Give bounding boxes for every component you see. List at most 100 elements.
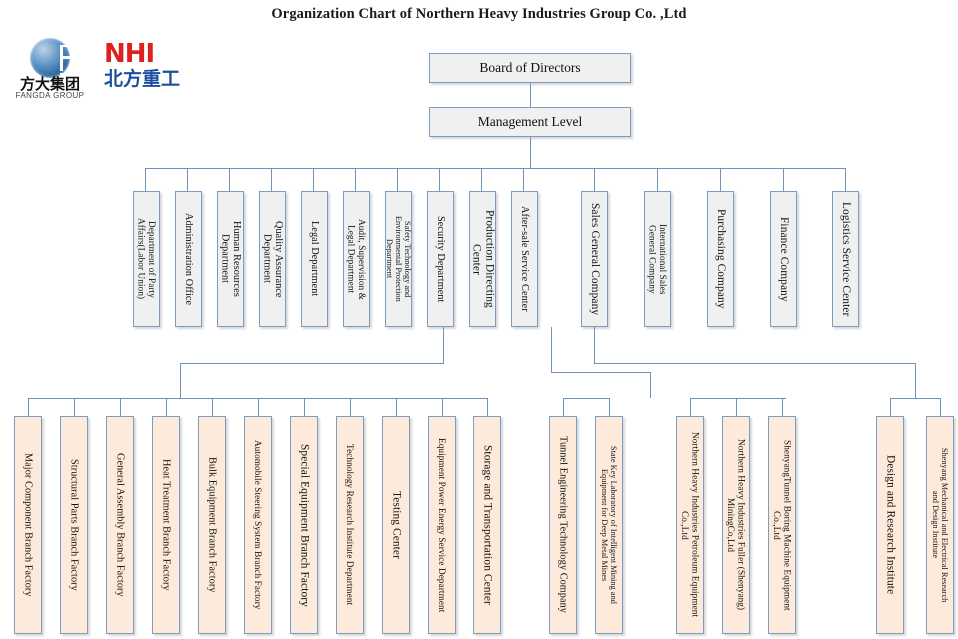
node-administration-office[interactable]: Administration Office	[175, 191, 202, 327]
node-shenyang-mechanical-electrical-research-design-institute[interactable]: Shenyang Mechanical and Electrical Resea…	[926, 416, 954, 634]
node-security-department[interactable]: Security Department	[427, 191, 454, 327]
node-heat-treatment-branch-factory[interactable]: Heat Treatment Branch Factory	[152, 416, 180, 634]
node-production-directing-center[interactable]: Production Directing Center	[469, 191, 496, 327]
connector-sales-right	[594, 363, 915, 364]
node-shenyang-tunnel-boring-machine-equipment[interactable]: ShenyangTunnel Boring Machine Equipment …	[768, 416, 796, 634]
connector-drop-dept-11	[657, 168, 658, 191]
node-label: Management Level	[477, 113, 583, 129]
connector-drop-unit-10	[487, 398, 488, 416]
connector-drop-unit-9	[442, 398, 443, 416]
connector-production-down	[443, 327, 444, 363]
node-management-level[interactable]: Management Level	[429, 107, 631, 137]
node-label: Security Department	[435, 215, 447, 303]
node-nhi-petroleum-equipment[interactable]: Northern Heavy Industries Petroleum Equi…	[676, 416, 704, 634]
node-label: Testing Center	[390, 491, 403, 559]
connector-drop-dept-2	[229, 168, 230, 191]
connector-drop-unit-7	[350, 398, 351, 416]
node-label: Heat Treatment Branch Factory	[160, 459, 172, 591]
node-board-of-directors[interactable]: Board of Directors	[429, 53, 631, 83]
connector-drop-dept-5	[355, 168, 356, 191]
node-label: Storage and Transportation Center	[481, 445, 494, 605]
connector-drop-dept-0	[145, 168, 146, 191]
node-general-assembly-branch-factory[interactable]: General Assembly Branch Factory	[106, 416, 134, 634]
node-purchasing-company[interactable]: Purchasing Company	[707, 191, 734, 327]
fangda-group-logo: 方大集团 FANGDA GROUP	[8, 38, 92, 100]
node-logistics-service-center[interactable]: Logistics Service Center	[832, 191, 859, 327]
node-label: Design and Research Institute	[884, 455, 897, 595]
node-testing-center[interactable]: Testing Center	[382, 416, 410, 634]
node-label: Automobile Steering System Branch Factor…	[253, 440, 264, 610]
node-label: Bulk Equipment Branch Factory	[206, 457, 218, 593]
node-department-of-party-affairs[interactable]: Department of Party Affairs(Labor Union)	[133, 191, 160, 327]
node-tunnel-engineering-technology-company[interactable]: Tunnel Engineering Technology Company	[549, 416, 577, 634]
connector-drop-dept-7	[439, 168, 440, 191]
connector-drop-dept-8	[481, 168, 482, 191]
connector-drop-unit-12	[609, 398, 610, 416]
node-label: Department of Party Affairs(Labor Union)	[136, 218, 157, 300]
node-major-component-branch-factory[interactable]: Major Component Branch Factory	[14, 416, 42, 634]
connector-drop-unit-1	[74, 398, 75, 416]
node-quality-assurance-department[interactable]: Quality Assurance Department	[259, 191, 286, 327]
node-label: Purchasing Company	[714, 209, 727, 309]
node-storage-and-transportation-center[interactable]: Storage and Transportation Center	[473, 416, 501, 634]
connector-drop-dept-3	[271, 168, 272, 191]
connector-drop-dept-10	[594, 168, 595, 191]
node-label: Northern Heavy Industries Fuller (Shenya…	[726, 439, 747, 611]
node-bulk-equipment-branch-factory[interactable]: Bulk Equipment Branch Factory	[198, 416, 226, 634]
connector-drop-dept-13	[783, 168, 784, 191]
nhi-logo-en: NHI	[104, 39, 155, 69]
connector-drop-unit-17	[940, 398, 941, 416]
connector-drop-dept-14	[845, 168, 846, 191]
node-safety-technology-environmental-protection-department[interactable]: Safety Technology and Environmental Prot…	[385, 191, 412, 327]
node-sales-general-company[interactable]: Sales General Company	[581, 191, 608, 327]
connector-drop-dept-12	[720, 168, 721, 191]
connector-drop-unit-11	[563, 398, 564, 416]
connector-middle-right	[551, 372, 650, 373]
node-label: Sales General Company	[588, 202, 601, 316]
connector-drop-unit-8	[396, 398, 397, 416]
node-international-sales-general-company[interactable]: International Sales General Company	[644, 191, 671, 327]
node-label: Tunnel Engineering Technology Company	[557, 436, 569, 614]
node-label: General Assembly Branch Factory	[114, 453, 126, 597]
node-label: Administration Office	[183, 212, 195, 306]
node-equipment-power-energy-service-department[interactable]: Equipment Power Energy Service Departmen…	[428, 416, 456, 634]
node-structural-parts-branch-factory[interactable]: Structural Parts Branch Factory	[60, 416, 88, 634]
connector-drop-dept-9	[523, 168, 524, 191]
connector-drop-dept-6	[397, 168, 398, 191]
connector-drop-unit-2	[120, 398, 121, 416]
node-nhi-fuller-shenyang-mining[interactable]: Northern Heavy Industries Fuller (Shenya…	[722, 416, 750, 634]
node-label: Equipment Power Energy Service Departmen…	[437, 437, 448, 613]
node-legal-department[interactable]: Legal Department	[301, 191, 328, 327]
connector-middle-down	[551, 327, 552, 372]
connector-drop-unit-6	[304, 398, 305, 416]
node-technology-research-institute-department[interactable]: Technology Research Institute Department	[336, 416, 364, 634]
node-label: International Sales General Company	[647, 223, 668, 295]
connector-drop-unit-0	[28, 398, 29, 416]
node-design-and-research-institute[interactable]: Design and Research Institute	[876, 416, 904, 634]
node-finance-company[interactable]: Finance Company	[770, 191, 797, 327]
node-label: Human Resources Department	[219, 221, 242, 297]
connector-drop-unit-4	[212, 398, 213, 416]
connector-drop-unit-16	[890, 398, 891, 416]
node-label: State Key Laboratory of Intelligent Mini…	[600, 446, 619, 604]
node-human-resources-department[interactable]: Human Resources Department	[217, 191, 244, 327]
node-label: Safety Technology and Environmental Prot…	[385, 216, 412, 302]
node-state-key-laboratory[interactable]: State Key Laboratory of Intelligent Mini…	[595, 416, 623, 634]
connector-management-drop	[530, 137, 531, 169]
connector-production-to-bus	[180, 363, 181, 398]
node-special-equipment-branch-factory[interactable]: Special Equipment Branch Factory	[290, 416, 318, 634]
node-audit-supervision-legal-department[interactable]: Audit, Supervision & Legal Department	[343, 191, 370, 327]
node-after-sale-service-center[interactable]: After-sale Service Center	[511, 191, 538, 327]
fangda-logo-en: FANGDA GROUP	[15, 91, 85, 100]
connector-drop-unit-5	[258, 398, 259, 416]
node-label: Major Component Branch Factory	[22, 453, 34, 597]
connector-sales-to-right-bus	[915, 363, 916, 398]
connector-drop-dept-1	[187, 168, 188, 191]
node-label: Board of Directors	[479, 59, 581, 75]
node-automobile-steering-system-branch-factory[interactable]: Automobile Steering System Branch Factor…	[244, 416, 272, 634]
node-label: Shenyang Mechanical and Electrical Resea…	[931, 447, 950, 603]
node-label: Finance Company	[777, 216, 790, 302]
connector-drop-unit-13	[690, 398, 691, 416]
connector-department-bus	[145, 168, 846, 169]
